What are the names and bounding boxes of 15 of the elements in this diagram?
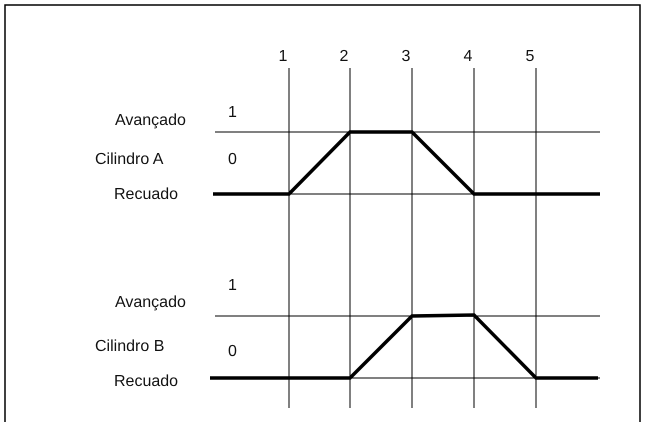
step-number: 5	[526, 48, 534, 66]
step-number: 4	[464, 48, 472, 66]
cylinder-name: Cilindro B	[95, 338, 164, 356]
step-number: 2	[340, 48, 348, 66]
state-label: Avançado	[115, 294, 186, 312]
level-value: 0	[228, 343, 237, 361]
level-value: 1	[228, 104, 237, 122]
state-label: Recuado	[114, 186, 178, 204]
state-label: Recuado	[114, 373, 178, 391]
state-label: Avançado	[115, 112, 186, 130]
step-number: 3	[402, 48, 410, 66]
level-value: 0	[228, 151, 237, 169]
step-number: 1	[278, 48, 288, 66]
level-value: 1	[228, 277, 237, 295]
cylinder-name: Cilindro A	[95, 151, 164, 169]
